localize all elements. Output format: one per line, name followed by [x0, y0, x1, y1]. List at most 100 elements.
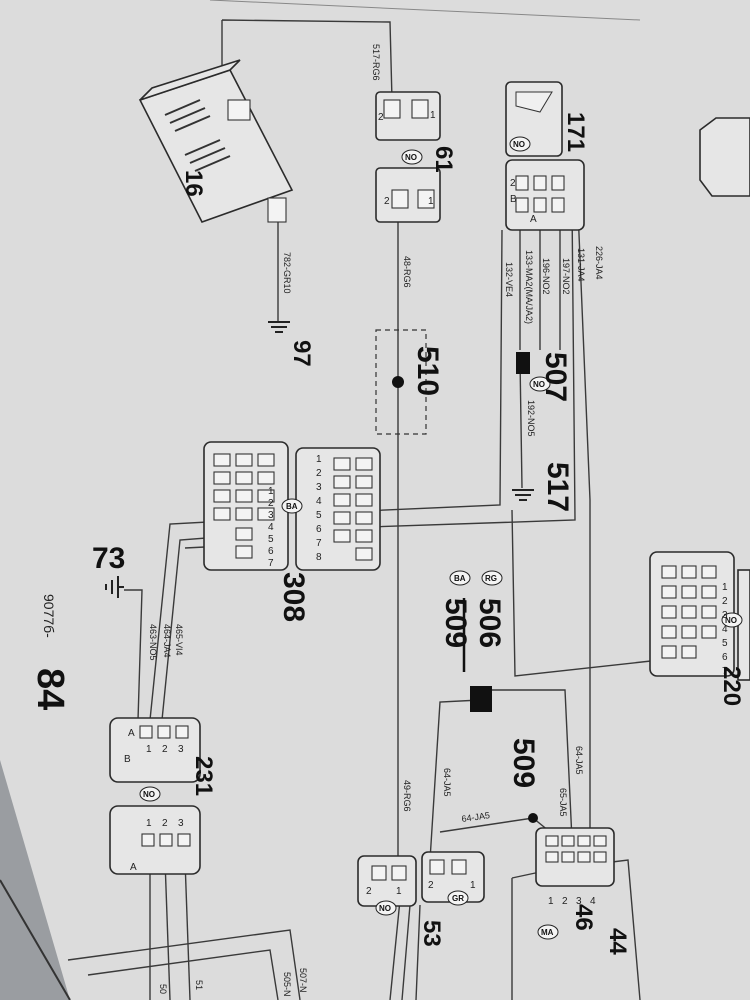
wire-harness-53	[389, 899, 421, 1000]
page-ref: 9077б-	[41, 594, 57, 638]
slots-308-right	[333, 457, 373, 561]
badge-231-no: NO	[143, 790, 155, 799]
label-132-ve4: 132-VE4	[504, 262, 514, 297]
pin-308-7: 7	[316, 538, 322, 549]
pin-53-1: 1	[396, 886, 402, 897]
connector-506	[470, 686, 492, 712]
label-782-gr10: 782-GR10	[282, 252, 292, 294]
component-231	[109, 717, 201, 875]
label-49-rg6: 49-RG6	[402, 780, 412, 812]
pin-61-bot-1: 1	[428, 196, 434, 207]
pin-308l-4: 4	[268, 522, 274, 533]
page-number: 84	[29, 668, 71, 710]
badge-171-no: NO	[513, 140, 525, 149]
pin-220-5: 5	[722, 638, 728, 649]
pin-46-2: 2	[562, 896, 568, 907]
wire-bottom-frame	[67, 929, 301, 1000]
splice-509	[528, 813, 538, 823]
number-61: 61	[430, 146, 457, 173]
pin-308l-7: 7	[268, 558, 274, 569]
pin-61-bot-2: 2	[384, 196, 390, 207]
badge-308-ba: BA	[286, 502, 298, 511]
pin-231-top-2: 2	[162, 744, 168, 755]
pin-231-top-1: 1	[146, 744, 152, 755]
badge-220-no: NO	[725, 616, 737, 625]
wire-labels: 517-RG6 782-GR10 48-RG6 49-RG6 226-JA4 1…	[148, 44, 604, 997]
component-220	[649, 551, 750, 681]
label-507-n: 507-N	[298, 968, 308, 993]
number-46: 46	[570, 904, 597, 931]
pin-53r-2: 2	[428, 880, 434, 891]
pin-231-top-3: 3	[178, 744, 184, 755]
badge-509-ba: BA	[454, 574, 466, 583]
component-top-right	[699, 117, 750, 197]
pin-308-6: 6	[316, 524, 322, 535]
label-64-ja5-left: 64-JA5	[442, 768, 452, 797]
wire-132	[339, 229, 503, 513]
pin-61-top-2: 2	[378, 112, 384, 123]
slots-308-left	[213, 453, 275, 559]
ground-97	[268, 321, 290, 333]
number-16: 16	[180, 170, 207, 197]
pin-308-5: 5	[316, 510, 322, 521]
wire-463-no5	[124, 589, 143, 721]
badge-507-no: NO	[533, 380, 545, 389]
label-517-rg6: 517-RG6	[371, 44, 381, 81]
badge-61-no: NO	[405, 153, 417, 162]
wire-231-down-3	[184, 859, 191, 1000]
plug-16-bottom	[267, 197, 287, 223]
ground-73	[105, 576, 124, 598]
number-97: 97	[288, 340, 315, 367]
pin-220-3: 3	[722, 610, 728, 621]
pin-308l-5: 5	[268, 534, 274, 545]
pin-220-2: 2	[722, 596, 728, 607]
label-65-ja5: 65-JA5	[558, 788, 568, 817]
splice-510	[392, 376, 404, 388]
number-73: 73	[92, 542, 125, 575]
wire-192	[519, 359, 523, 489]
label-192-no5: 192-NO5	[526, 400, 536, 437]
number-506: 506	[473, 598, 506, 648]
component-numbers: 16 61 97 171 510 507 517 308 73 506 509 …	[29, 112, 745, 955]
label-50: 50	[158, 984, 168, 994]
pin-171-b: B	[510, 194, 517, 205]
badge-46-ma: MA	[541, 928, 554, 937]
pin-220-7: 7	[722, 666, 728, 677]
badge-53-gr: GR	[452, 894, 464, 903]
plug-16-top	[227, 99, 251, 121]
wire-64-ja5-right	[490, 689, 573, 841]
connector-507	[516, 352, 530, 374]
pin-308-3: 3	[316, 482, 322, 493]
pin-53-2: 2	[366, 886, 372, 897]
label-133-ma2: 133-MA2(MA/JA2)	[524, 250, 534, 324]
wire-220-link	[511, 509, 661, 677]
wire-226	[577, 209, 591, 840]
pin-53r-1: 1	[470, 880, 476, 891]
label-131-ja4: 131-JA4	[576, 248, 586, 282]
badge-53-no: NO	[379, 904, 391, 913]
number-517: 517	[541, 462, 574, 512]
pin-231-bot-3: 3	[178, 818, 184, 829]
pin-171-2: 2	[510, 178, 516, 189]
label-197-no2: 197-NO2	[561, 258, 571, 295]
pin-220-1: 1	[722, 582, 728, 593]
label-464-ja4: 464-JA4	[162, 624, 172, 658]
number-44: 44	[604, 928, 631, 955]
label-505-n: 505-N	[282, 972, 292, 997]
pin-labels: 2 1 2 1 2 B A 1 2 3 4 5 6 7 8 1 2 3 4 5 …	[124, 110, 728, 907]
number-171: 171	[562, 112, 589, 152]
pin-46-3: 3	[576, 896, 582, 907]
component-53	[357, 851, 485, 907]
label-64-ja5-bottom: 64-JA5	[461, 810, 491, 824]
label-465-vi4: 465-VI4	[174, 624, 184, 656]
component-46	[535, 827, 615, 887]
badge-506-rg: RG	[485, 574, 497, 583]
label-463-no5: 463-NO5	[148, 624, 158, 661]
fold-line	[209, 0, 641, 21]
number-510: 510	[411, 346, 444, 396]
pin-308-1: 1	[316, 454, 322, 465]
label-196-no2: 196-NO2	[541, 258, 551, 295]
component-16	[138, 59, 294, 223]
pin-220-4: 4	[722, 624, 728, 635]
